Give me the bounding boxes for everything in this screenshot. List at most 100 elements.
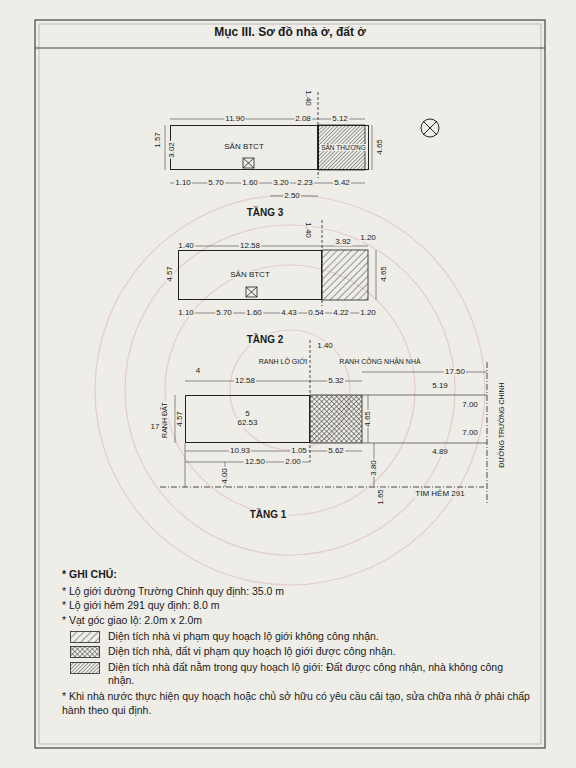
area-label: SÂN BTCT xyxy=(229,271,271,280)
floor-1-plan xyxy=(362,372,487,373)
legend-text: Diện tích nhà vi phạm quy hoạch lộ giới … xyxy=(108,630,379,644)
floor-3-plan xyxy=(165,125,166,170)
legend-row: Diện tích nhà vi phạm quy hoạch lộ giới … xyxy=(70,630,532,644)
seal-watermark xyxy=(95,195,485,585)
page-frame xyxy=(39,24,541,744)
page-frame xyxy=(35,48,545,49)
dimension-label: 3.92 xyxy=(334,238,352,246)
seal-watermark xyxy=(95,195,485,585)
floor-1-plan xyxy=(487,362,488,505)
floor-3-plan xyxy=(243,158,254,168)
seal-watermark xyxy=(165,265,415,515)
dimension-label: 5.12 xyxy=(331,115,349,123)
dimension-label: 1.20 xyxy=(359,234,377,242)
dimension-label: 11.90 xyxy=(224,115,245,123)
legend-swatch xyxy=(71,647,100,658)
dimension-label: 4.65 xyxy=(364,410,372,428)
dimension-label: 2.00 xyxy=(284,458,302,466)
plan-area: SÂN BTCT xyxy=(170,125,318,170)
compass xyxy=(421,119,439,137)
dimension-label: 1.10 xyxy=(177,309,195,317)
note-line: * Khi nhà nước thực hiện quy hoạch hoặc … xyxy=(62,690,532,717)
dimension-label: 3.02 xyxy=(168,141,176,159)
dimension-label: 17 xyxy=(150,423,161,431)
dimension-label: 1.65 xyxy=(377,488,385,506)
plan-area: SÂN BTCT xyxy=(178,250,322,300)
dimension-label: 1.40 xyxy=(177,242,195,250)
dimension-label: 3.80 xyxy=(370,459,378,477)
dimension-label: 12.58 xyxy=(239,242,261,250)
dimension-label: 4.22 xyxy=(332,309,350,317)
dimension-label: 17.50 xyxy=(444,368,466,376)
page-frame xyxy=(35,20,545,748)
notes-block: * GHI CHÚ: * Lộ giới đường Trường Chinh q… xyxy=(62,568,532,717)
seal-watermark xyxy=(125,225,455,555)
dimension-label: 5.70 xyxy=(215,309,233,317)
floor-3-plan xyxy=(243,158,254,168)
legend-text: Diện tích nhà, đất vi phạm quy hoạch lộ … xyxy=(108,645,396,659)
dimension-label: RANH ĐẤT xyxy=(161,401,168,439)
floor-1-plan xyxy=(362,443,487,444)
dimension-label: TIM HẺM 291 xyxy=(414,490,465,498)
plan-area: 562.53 xyxy=(185,395,310,443)
dimension-label: 4.57 xyxy=(176,410,184,428)
dimension-label: 2.50 xyxy=(283,192,301,200)
dimension-label: 1.60 xyxy=(241,179,259,187)
legend-row: Diện tích nhà đất nằm trong quy hoạch lộ… xyxy=(70,661,532,688)
dimension-label: 12.50 xyxy=(244,458,266,466)
floor-3-plan xyxy=(372,125,373,170)
page-title: Mục III. Sơ đồ nhà ở, đất ở xyxy=(35,25,545,39)
legend-swatch xyxy=(70,662,100,674)
dimension-label: 5.32 xyxy=(327,377,345,385)
area-label: SÂN THƯỢNG xyxy=(320,144,367,151)
plan-area: SÂN THƯỢNG xyxy=(318,125,369,170)
dimension-label: RANH CÔNG NHẬN NHÀ xyxy=(338,358,421,365)
compass xyxy=(423,121,437,135)
dimension-label: 4 xyxy=(195,367,201,375)
dimension-label: 1.10 xyxy=(174,179,192,187)
dimension-label: 3.20 xyxy=(272,179,290,187)
page-frame xyxy=(35,20,545,748)
dimension-label: 5.62 xyxy=(327,447,345,455)
area-label: 5 xyxy=(244,410,250,419)
floor-1-plan xyxy=(160,340,487,505)
note-line: * Vạt góc giao lộ: 2.0m x 2.0m xyxy=(62,614,532,628)
legend-swatch xyxy=(70,646,100,658)
legend-text: Diện tích nhà đất nằm trong quy hoạch lộ… xyxy=(108,661,532,688)
dimension-label: 1.57 xyxy=(154,131,162,149)
compass xyxy=(423,121,437,135)
notes-bottom: * Khi nhà nước thực hiện quy hoạch hoặc … xyxy=(62,690,532,717)
dimension-label: RANH LỘ GIỚI xyxy=(258,358,308,365)
note-line: * Lộ giới hẻm 291 quy định: 8.0 m xyxy=(62,599,532,613)
floor-3-plan xyxy=(165,92,372,196)
dimension-label: 4.43 xyxy=(280,309,298,317)
legend-swatch xyxy=(70,631,100,643)
dimension-label: ĐƯỜNG TRƯỜNG CHINH xyxy=(498,381,505,468)
legend-swatch xyxy=(71,631,100,642)
dimension-label: 1.05 xyxy=(290,447,308,455)
floor-title: TẦNG 2 xyxy=(246,335,285,346)
dimension-label: 1.40 xyxy=(316,342,334,350)
floor-2-plan xyxy=(322,250,368,300)
dimension-label: 7.00 xyxy=(461,429,479,437)
floor-title: TẦNG 3 xyxy=(246,208,285,219)
dimension-label: 1.40 xyxy=(304,221,312,239)
dimension-label: 12.58 xyxy=(234,377,256,385)
dimension-label: 4.57 xyxy=(166,265,174,283)
area-label: SÂN BTCT xyxy=(223,143,265,152)
floor-2-plan xyxy=(178,220,376,313)
notes-top: * GHI CHÚ: * Lộ giới đường Trường Chinh q… xyxy=(62,568,532,628)
dimension-label: 10.93 xyxy=(229,447,251,455)
floor-1-plan xyxy=(310,395,362,443)
floor-2-plan xyxy=(246,287,257,297)
note-line: * Lộ giới đường Trường Chinh quy định: 3… xyxy=(62,585,532,599)
floor-3-plan xyxy=(243,158,254,168)
dimension-label: 2.23 xyxy=(296,179,314,187)
dimension-label: 4.89 xyxy=(431,448,449,456)
floor-title: TẦNG 1 xyxy=(249,510,288,521)
dimension-label: 1.40 xyxy=(304,89,312,107)
legend-row: Diện tích nhà, đất vi phạm quy hoạch lộ … xyxy=(70,645,532,659)
floor-1-plan xyxy=(185,443,186,487)
note-line: * GHI CHÚ: xyxy=(62,568,532,582)
